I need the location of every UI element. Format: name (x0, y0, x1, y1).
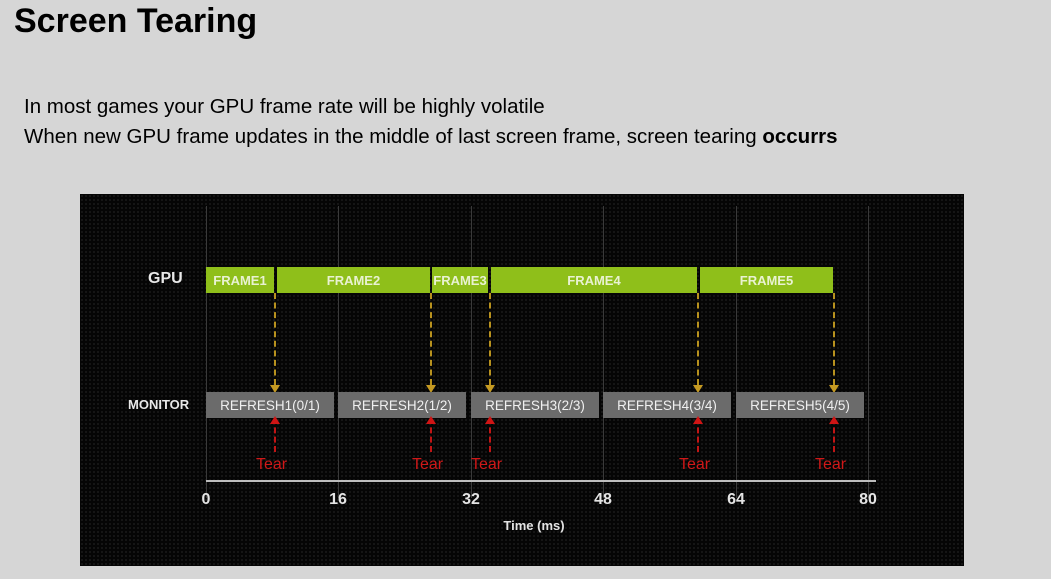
monitor-refresh-3: REFRESH3(2/3) (471, 392, 599, 418)
gpu-frame-4: FRAME4 (491, 267, 697, 293)
grid-line (338, 206, 339, 498)
tear-arrow (829, 416, 839, 452)
bullet-line-2: When new GPU frame updates in the middle… (24, 125, 838, 149)
x-tick-label: 0 (201, 491, 211, 508)
gpu-frame-5: FRAME5 (700, 267, 833, 293)
monitor-row-label: MONITOR (128, 397, 190, 412)
monitor-refresh-1: REFRESH1(0/1) (206, 392, 334, 418)
grid-line (736, 206, 737, 498)
tear-arrow (485, 416, 495, 452)
tear-arrow (693, 416, 703, 452)
tear-arrow (270, 416, 280, 452)
monitor-refresh-4: REFRESH4(3/4) (603, 392, 731, 418)
tear-label: Tear (471, 456, 503, 473)
x-axis-label: Time (ms) (503, 518, 565, 533)
x-tick-label: 32 (462, 491, 480, 508)
x-tick-label: 80 (859, 491, 877, 508)
bullet-line-2-bold: occurrs (762, 125, 838, 148)
monitor-refresh-2: REFRESH2(1/2) (338, 392, 466, 418)
monitor-refresh-5: REFRESH5(4/5) (736, 392, 864, 418)
frame-update-arrow (426, 293, 436, 393)
x-tick-label: 16 (329, 491, 347, 508)
tear-arrow (426, 416, 436, 452)
grid-line (206, 206, 207, 498)
tear-label: Tear (412, 456, 444, 473)
tearing-timeline-diagram: GPU MONITOR FRAME1 FRAME2 FRAME3 FRAME4 … (80, 194, 964, 566)
grid-line (471, 206, 472, 498)
x-tick-label: 64 (727, 491, 745, 508)
tear-label: Tear (256, 456, 288, 473)
frame-update-arrow (829, 293, 839, 393)
frame-update-arrow (270, 293, 280, 393)
slide-title: Screen Tearing (14, 2, 258, 40)
tear-label: Tear (679, 456, 711, 473)
gpu-frame-1: FRAME1 (206, 267, 274, 293)
bullet-line-1: In most games your GPU frame rate will b… (24, 95, 545, 118)
time-axis (206, 480, 876, 482)
grid-line (868, 206, 869, 498)
gpu-frame-3: FRAME3 (432, 267, 488, 293)
tear-label: Tear (815, 456, 847, 473)
gpu-row-label: GPU (148, 270, 183, 287)
bullet-line-2-text: When new GPU frame updates in the middle… (24, 125, 763, 148)
gpu-frame-2: FRAME2 (277, 267, 430, 293)
frame-update-arrow (693, 293, 703, 393)
frame-update-arrow (485, 293, 495, 393)
x-tick-label: 48 (594, 491, 612, 508)
grid-line (603, 206, 604, 498)
